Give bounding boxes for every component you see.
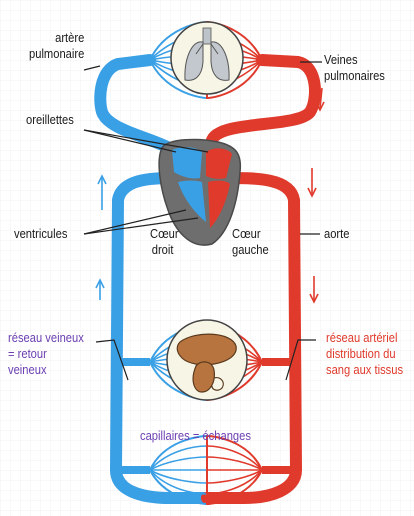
pulmonary-veins-label-line1: Veines: [324, 52, 385, 68]
left-heart-label-line1: Cœur: [232, 226, 269, 242]
right-heart-label-line1: Cœur: [150, 226, 179, 242]
right-heart-label: Cœur droit: [150, 226, 179, 258]
ventricles-label: ventricules: [14, 226, 67, 242]
right-heart-label-line2: droit: [150, 242, 179, 258]
venous-network-label: réseau veineux = retour veineux: [8, 330, 84, 378]
arterial-network-label-line2: distribution du: [326, 346, 403, 362]
aorta-label: aorte: [324, 226, 349, 242]
venous-network-label-line1: réseau veineux: [8, 330, 84, 346]
arterial-network-label: réseau artériel distribution du sang aux…: [326, 330, 403, 378]
venous-network-label-line3: veineux: [8, 362, 84, 378]
pulmonary-artery-label-line1: artère: [29, 30, 84, 46]
pulmonary-artery-label-line2: pulmonaire: [29, 46, 84, 62]
venous-network-label-line2: = retour: [8, 346, 84, 362]
left-heart-label-line2: gauche: [232, 242, 269, 258]
pulmonary-veins-label-line2: pulmonaires: [324, 68, 385, 84]
pulmonary-veins-label: Veines pulmonaires: [324, 52, 385, 84]
arterial-network-label-line3: sang aux tissus: [326, 362, 403, 378]
atria-label: oreillettes: [26, 112, 74, 128]
pulmonary-artery-label: artère pulmonaire: [29, 30, 84, 62]
arterial-network-label-line1: réseau artériel: [326, 330, 403, 346]
left-heart-label: Cœur gauche: [232, 226, 269, 258]
capillaries-label: capillaires = échanges: [140, 428, 251, 444]
